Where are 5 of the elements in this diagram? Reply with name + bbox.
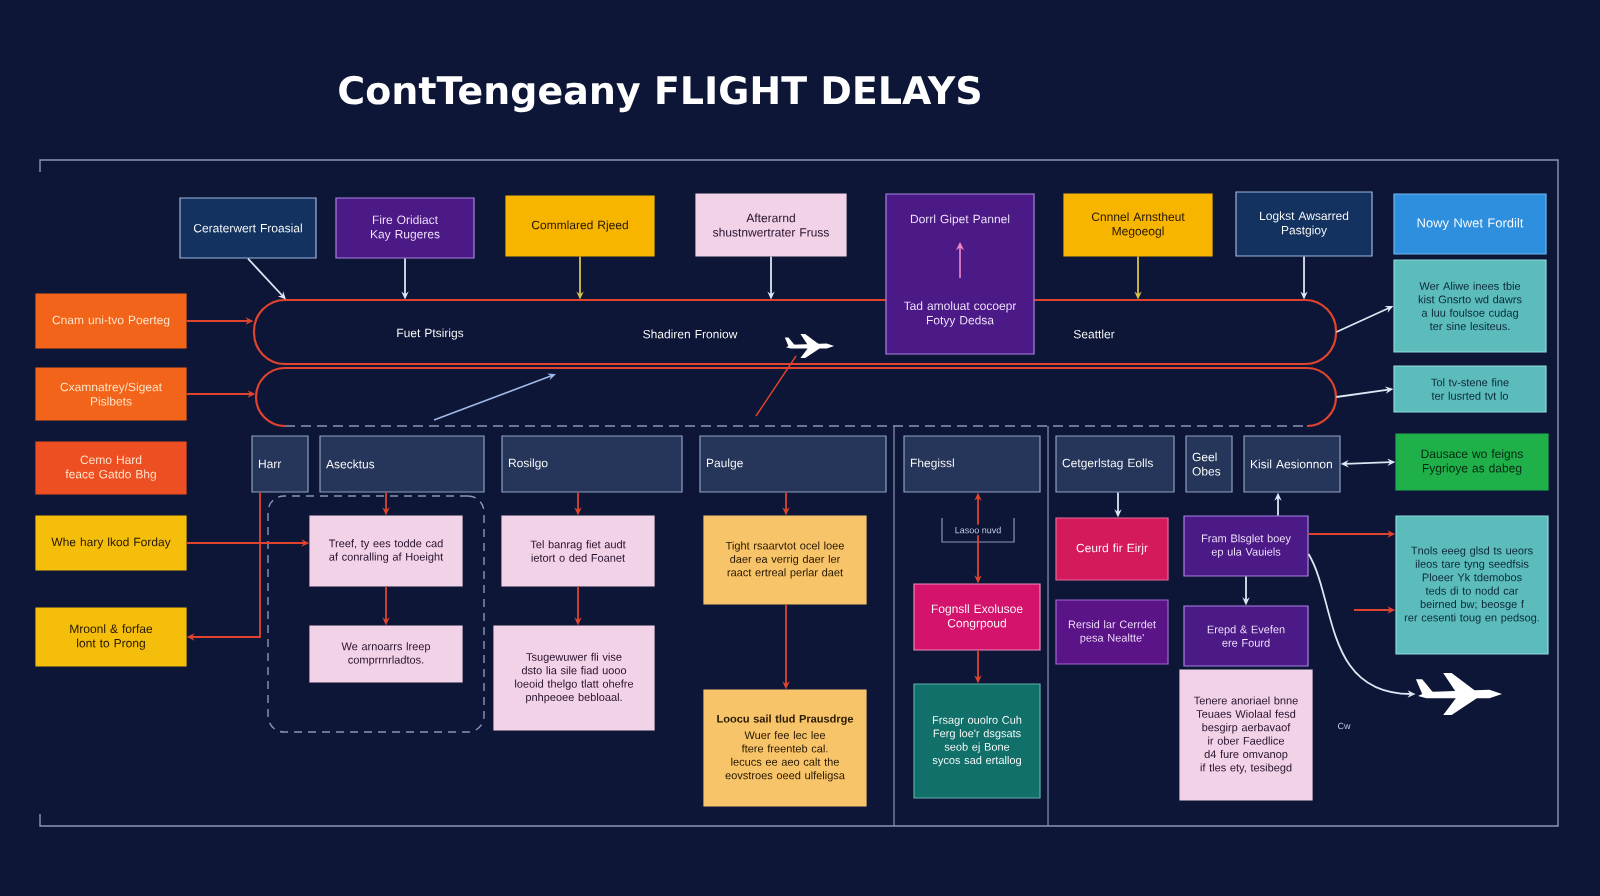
flight-band xyxy=(254,366,1338,428)
airplane-picture xyxy=(1415,673,1502,715)
arrow xyxy=(247,257,286,300)
dashed-group xyxy=(267,495,485,733)
title: ContTengeany FLIGHT DELAYS xyxy=(339,75,980,113)
